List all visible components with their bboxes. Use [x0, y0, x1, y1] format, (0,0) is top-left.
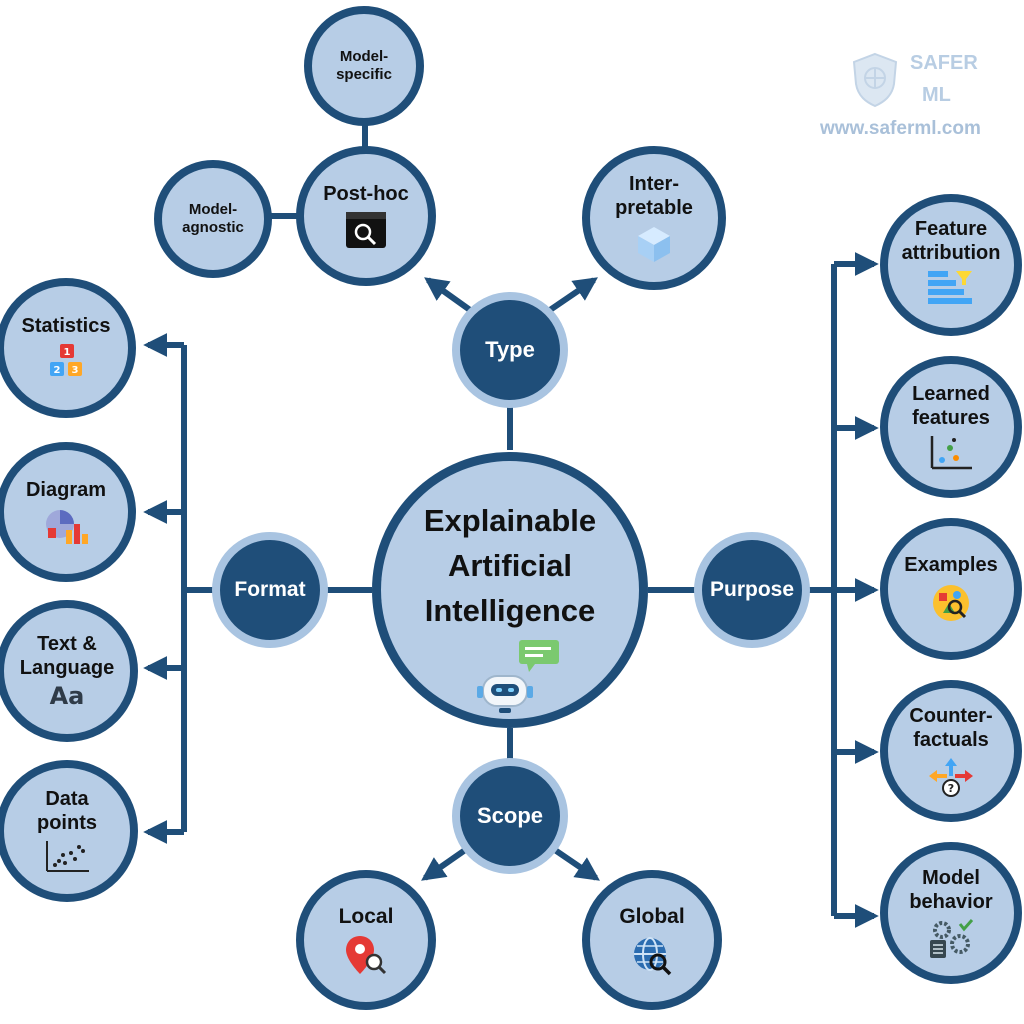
scatter-axes-icon — [930, 436, 972, 470]
model-specific-line2: specific — [336, 66, 392, 83]
center-title-line1: Explainable — [423, 503, 597, 538]
svg-text:?: ? — [948, 782, 954, 795]
feature-attribution-line2: attribution — [901, 242, 1001, 264]
purpose-hub-label: Purpose — [709, 578, 795, 602]
type-hub-label: Type — [485, 336, 535, 362]
chart-icon — [46, 510, 88, 544]
feature-attribution-node: Feature attribution — [880, 194, 1022, 336]
post-hoc-label: Post-hoc — [323, 183, 409, 205]
local-label: Local — [338, 905, 394, 929]
shapes-search-icon — [933, 585, 969, 621]
learned-features-node: Learned features — [880, 356, 1022, 498]
interpretable-line1: Inter- — [629, 173, 679, 195]
gears-check-icon — [930, 919, 974, 958]
text-language-line2: Language — [19, 657, 115, 679]
model-agnostic-node: Model- agnostic — [154, 160, 272, 278]
chatbot-icon — [477, 639, 559, 713]
brand-logo: SAFER ML www.saferml.com — [820, 48, 1020, 148]
data-points-line2: points — [37, 812, 97, 834]
text-aa-icon: Aa — [49, 682, 85, 710]
format-hub-label: Format — [234, 578, 306, 602]
model-specific-node: Model- specific — [304, 6, 424, 126]
scope-hub: Scope — [452, 758, 568, 874]
model-agnostic-line2: agnostic — [182, 219, 244, 236]
statistics-node: Statistics 1 2 3 — [0, 278, 136, 418]
magnifier-box-icon — [346, 212, 386, 248]
globe-search-icon — [634, 936, 672, 975]
learned-features-line1: Learned — [912, 383, 990, 405]
data-points-node: Data points — [0, 760, 138, 902]
diagram-node: Diagram — [0, 442, 136, 582]
location-search-icon — [346, 935, 387, 974]
interpretable-node: Inter- pretable — [582, 146, 726, 290]
text-language-node: Text & Language Aa — [0, 600, 138, 742]
model-behavior-line2: behavior — [909, 891, 993, 913]
purpose-hub: Purpose — [694, 532, 810, 648]
glass-cube-icon — [638, 227, 670, 262]
data-points-line1: Data — [45, 788, 89, 810]
global-label: Global — [619, 905, 685, 929]
scope-hub-label: Scope — [476, 802, 544, 828]
shield-logo-icon — [852, 52, 898, 108]
scatter-plot-icon — [46, 841, 89, 872]
examples-label: Examples — [904, 554, 998, 576]
funnel-bars-icon — [928, 271, 972, 304]
numbered-blocks-icon: 1 2 3 — [50, 344, 82, 376]
svg-text:2: 2 — [54, 365, 61, 376]
format-hub: Format — [212, 532, 328, 648]
learned-features-line2: features — [912, 407, 990, 429]
center-node: Explainable Artificial Intelligence — [372, 452, 648, 728]
center-title-line3: Intelligence — [424, 592, 596, 628]
svg-text:3: 3 — [72, 365, 79, 376]
local-node: Local — [296, 870, 436, 1010]
model-behavior-line1: Model — [922, 867, 980, 889]
global-node: Global — [582, 870, 722, 1010]
model-agnostic-line1: Model- — [188, 201, 238, 218]
brand-name-line2: ML — [922, 84, 951, 106]
feature-attribution-line1: Feature — [914, 218, 988, 240]
counterfactuals-line2: factuals — [913, 729, 989, 751]
center-title-line2: Artificial — [447, 547, 573, 583]
statistics-label: Statistics — [21, 315, 111, 337]
brand-url: www.saferml.com — [820, 118, 981, 139]
model-behavior-node: Model behavior — [880, 842, 1022, 984]
type-hub: Type — [452, 292, 568, 408]
counterfactuals-line1: Counter- — [909, 705, 993, 727]
post-hoc-node: Post-hoc — [296, 146, 436, 286]
model-specific-line1: Model- — [339, 48, 389, 65]
svg-text:1: 1 — [64, 347, 71, 358]
arrows-question-icon: ? — [929, 758, 973, 797]
counterfactuals-node: Counter- factuals ? — [880, 680, 1022, 822]
examples-node: Examples — [880, 518, 1022, 660]
diagram-label: Diagram — [25, 479, 107, 501]
interpretable-line2: pretable — [615, 197, 693, 219]
text-language-line1: Text & — [37, 633, 97, 655]
brand-name-line1: SAFER — [910, 52, 978, 74]
